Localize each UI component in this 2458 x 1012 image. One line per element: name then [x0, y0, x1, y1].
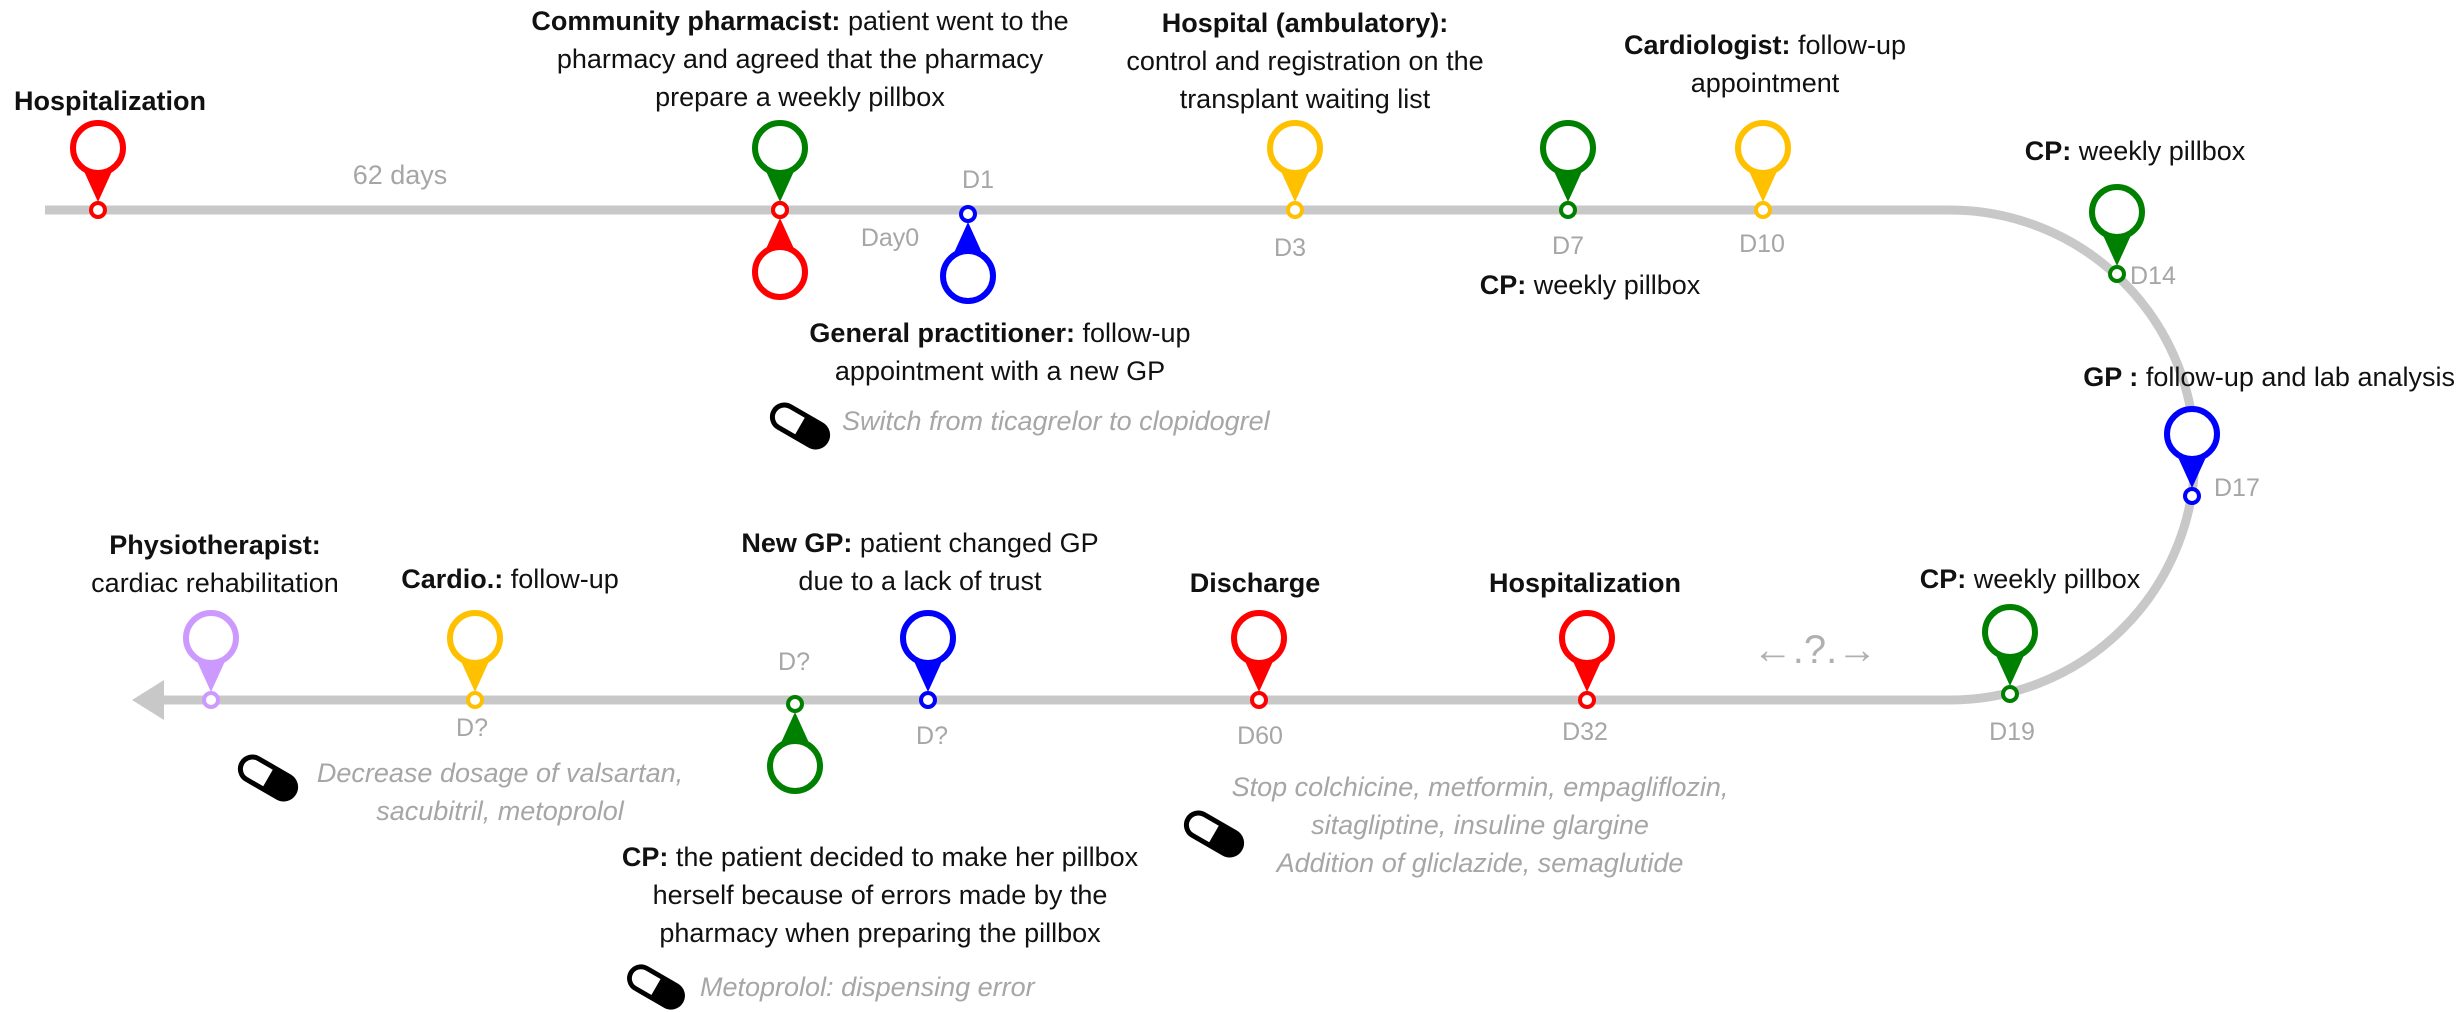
pin-cp-self-pillbox-map-pin-icon: [767, 695, 823, 794]
event-title: CP:: [2024, 136, 2072, 166]
event-cp-d7: CP: weekly pillbox: [1420, 266, 1760, 304]
event-text: the patient decided to make her pillbox …: [652, 842, 1139, 948]
medication-note-line: Stop colchicine, metformin, empagliflozi…: [1231, 772, 1729, 802]
gap-62-days-label: 62 days: [352, 160, 448, 190]
event-physiotherapist: Physiotherapist: cardiac rehabilitation: [60, 526, 370, 602]
day-label-d60: D60: [1237, 722, 1283, 750]
day-label-day0: Day0: [860, 224, 920, 252]
medication-note-line: sacubitril, metoprolol: [376, 796, 624, 826]
event-text: weekly pillbox: [1533, 270, 1701, 300]
medication-note-stop-addition: Stop colchicine, metformin, empagliflozi…: [1180, 768, 1780, 882]
event-title: New GP:: [741, 528, 853, 558]
medication-note-dispensing: Metoprolol: dispensing error: [700, 972, 1035, 1002]
event-title: Discharge: [1189, 568, 1321, 598]
pin-gp-d17-map-pin-icon: [2164, 406, 2220, 505]
event-text: follow-up: [510, 564, 619, 594]
event-hospitalization-start: Hospitalization: [0, 82, 220, 120]
pin-cp-d7-map-pin-icon: [1540, 120, 1596, 219]
event-title: Community pharmacist:: [531, 6, 841, 36]
medication-note-decrease: Decrease dosage of valsartan, sacubitril…: [290, 754, 710, 830]
pin-hospital-ambulatory-d3-map-pin-icon: [1267, 120, 1323, 219]
day-label-d7: D7: [1552, 232, 1584, 260]
day-label-d1: D1: [962, 166, 994, 194]
event-new-gp: New GP: patient changed GP due to a lack…: [740, 524, 1100, 600]
timeline-path: [45, 205, 2200, 705]
pin-hospitalization-start-map-pin-icon: [70, 120, 126, 219]
event-discharge-d60: Discharge: [1130, 564, 1380, 602]
day-label-d-unknown-cp: D?: [778, 648, 810, 676]
pin-hospital-pre-day0-map-pin-icon: [752, 201, 808, 300]
event-cp-d14: CP: weekly pillbox: [1970, 132, 2300, 170]
pill-capsule-icon: [237, 754, 299, 802]
event-text: follow-up and lab analysis: [2145, 362, 2455, 392]
medication-note-line: Decrease dosage of valsartan,: [316, 758, 684, 788]
event-title: Cardiologist:: [1623, 30, 1791, 60]
event-text: patient went to the pharmacy and agreed …: [556, 6, 1069, 112]
event-title: CP:: [621, 842, 669, 872]
event-community-pharmacist-day0: Community pharmacist: patient went to th…: [530, 2, 1070, 116]
pill-capsule-icon: [769, 402, 831, 450]
event-text: control and registration on the transpla…: [1126, 46, 1484, 114]
event-title: Cardio.:: [401, 564, 504, 594]
pin-cp-d19-map-pin-icon: [1982, 604, 2038, 703]
event-gp-d17: GP : follow-up and lab analysis: [2015, 358, 2455, 396]
event-cardio-followup: Cardio.: follow-up: [370, 560, 650, 598]
event-text: cardiac rehabilitation: [91, 568, 339, 598]
event-title: Hospitalization: [1488, 568, 1681, 598]
event-cardiologist-d10: Cardiologist: follow-up appointment: [1600, 26, 1930, 102]
pin-cp-d14-map-pin-icon: [2089, 184, 2145, 283]
pill-capsule-icon: [1183, 810, 1245, 858]
medication-note-switch: Switch from ticagrelor to clopidogrel: [842, 406, 1270, 436]
event-text: weekly pillbox: [1973, 564, 2141, 594]
event-title: General practitioner:: [809, 318, 1075, 348]
pill-capsule-icon: [627, 964, 685, 1010]
event-hospitalization-d32: Hospitalization: [1440, 564, 1730, 602]
event-title: CP:: [1919, 564, 1967, 594]
pin-hospitalization-d32-map-pin-icon: [1559, 610, 1615, 709]
event-title: CP:: [1479, 270, 1527, 300]
day-label-d19: D19: [1989, 718, 2035, 746]
event-title: Hospital (ambulatory):: [1161, 8, 1449, 38]
event-title: Hospitalization: [13, 86, 206, 116]
day-label-d14: D14: [2130, 262, 2176, 290]
event-title: GP :: [2083, 362, 2139, 392]
pin-cardio-followup-map-pin-icon: [447, 610, 503, 709]
day-label-d10: D10: [1739, 230, 1785, 258]
event-text: follow-up appointment: [1690, 30, 1907, 98]
event-general-practitioner-d1: General practitioner: follow-up appointm…: [785, 314, 1215, 390]
event-text: follow-up appointment with a new GP: [834, 318, 1191, 386]
event-text: weekly pillbox: [2078, 136, 2246, 166]
day-label-d17: D17: [2214, 474, 2260, 502]
day-label-d-unknown-newgp: D?: [916, 722, 948, 750]
event-hospital-ambulatory-d3: Hospital (ambulatory): control and regist…: [1095, 4, 1515, 118]
pin-cardiologist-d10-map-pin-icon: [1735, 120, 1791, 219]
day-label-d3: D3: [1274, 234, 1306, 262]
pin-new-gp-map-pin-icon: [900, 610, 956, 709]
pin-physiotherapist-map-pin-icon: [183, 610, 239, 709]
pin-general-practitioner-d1-map-pin-icon: [940, 205, 996, 304]
pin-discharge-d60-map-pin-icon: [1231, 610, 1287, 709]
day-label-d-unknown-cardio: D?: [456, 714, 488, 742]
event-text: patient changed GP due to a lack of trus…: [798, 528, 1099, 596]
event-cp-d19: CP: weekly pillbox: [1880, 560, 2180, 598]
medication-note-line: Addition of gliclazide, semaglutide: [1276, 848, 1684, 878]
unknown-gap-label: ←.?.→: [1752, 628, 1878, 672]
day-label-d32: D32: [1562, 718, 1608, 746]
medication-note-line: sitagliptine, insuline glargine: [1311, 810, 1649, 840]
timeline-arrow-head-icon: [132, 680, 164, 720]
event-title: Physiotherapist:: [109, 530, 321, 560]
event-cp-self-pillbox: CP: the patient decided to make her pill…: [600, 838, 1160, 952]
